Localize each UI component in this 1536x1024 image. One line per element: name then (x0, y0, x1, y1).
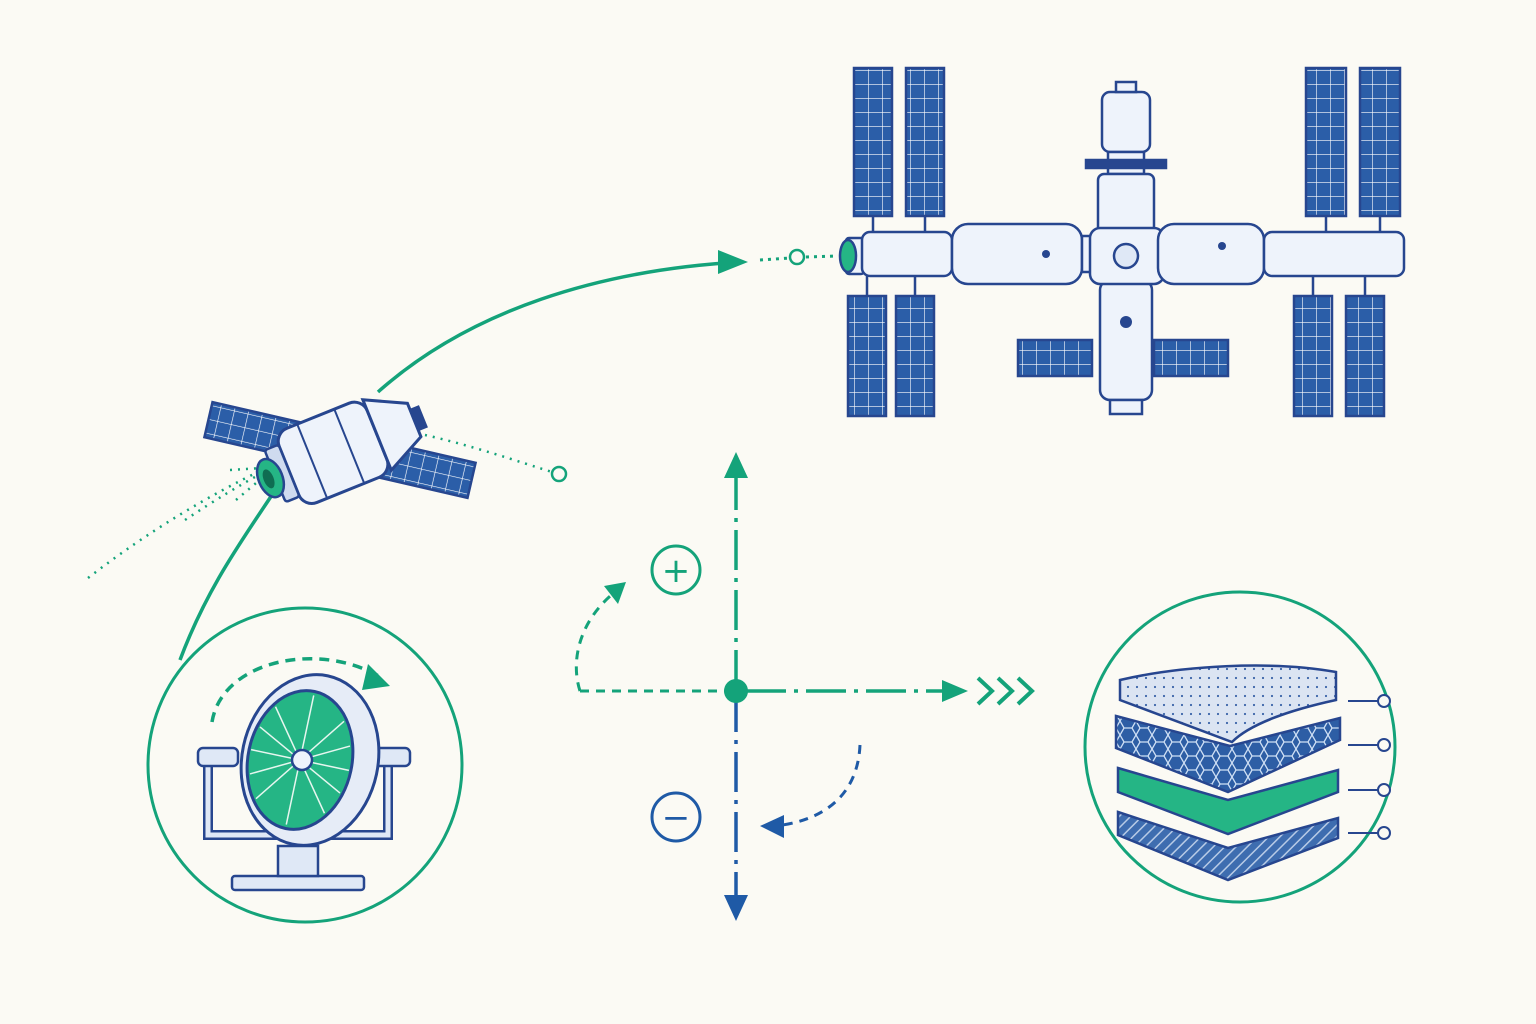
layer-callouts (1348, 694, 1391, 840)
thruster-inset-circle (146, 606, 464, 924)
station-docking-port (838, 238, 858, 274)
gimbal-thruster-icon (196, 673, 412, 892)
rotation-arrowhead (362, 664, 390, 690)
axis-origin (724, 679, 748, 703)
rotation-arrow-dashed (210, 657, 383, 723)
thruster-base (230, 874, 366, 892)
material-layers-icon (1114, 664, 1391, 882)
minus-icon: − (650, 791, 702, 843)
station-vertical-modules (1084, 80, 1168, 416)
plus-symbol: + (662, 551, 691, 591)
spacecraft-icon (202, 398, 478, 505)
triple-chevron-icon (976, 676, 1035, 706)
space-station-icon (838, 66, 1406, 418)
station-solar-arrays-right (1292, 66, 1402, 418)
approach-dotted-line-2 (805, 254, 839, 259)
station-solar-arrays-left (846, 66, 946, 418)
transfer-arrowhead (718, 250, 748, 274)
heading-dotted-line (424, 433, 553, 474)
station-side-array-left (1016, 338, 1094, 378)
plus-icon: + (650, 544, 702, 596)
heading-node (550, 465, 568, 483)
layer-hatched (1116, 810, 1340, 882)
station-main-truss (844, 222, 1406, 286)
launch-trajectory (178, 474, 287, 661)
layer-green (1116, 766, 1340, 836)
minus-symbol: − (662, 798, 691, 838)
exhaust-lines (87, 466, 265, 579)
layer-honeycomb (1114, 714, 1342, 794)
station-side-array-right (1152, 338, 1230, 378)
axis-diagram (574, 452, 968, 921)
transfer-trajectory (376, 260, 741, 394)
layer-dotted (1118, 664, 1338, 744)
approach-dotted-line (759, 256, 791, 262)
layers-inset-circle (1083, 590, 1397, 904)
approach-node (788, 248, 806, 266)
